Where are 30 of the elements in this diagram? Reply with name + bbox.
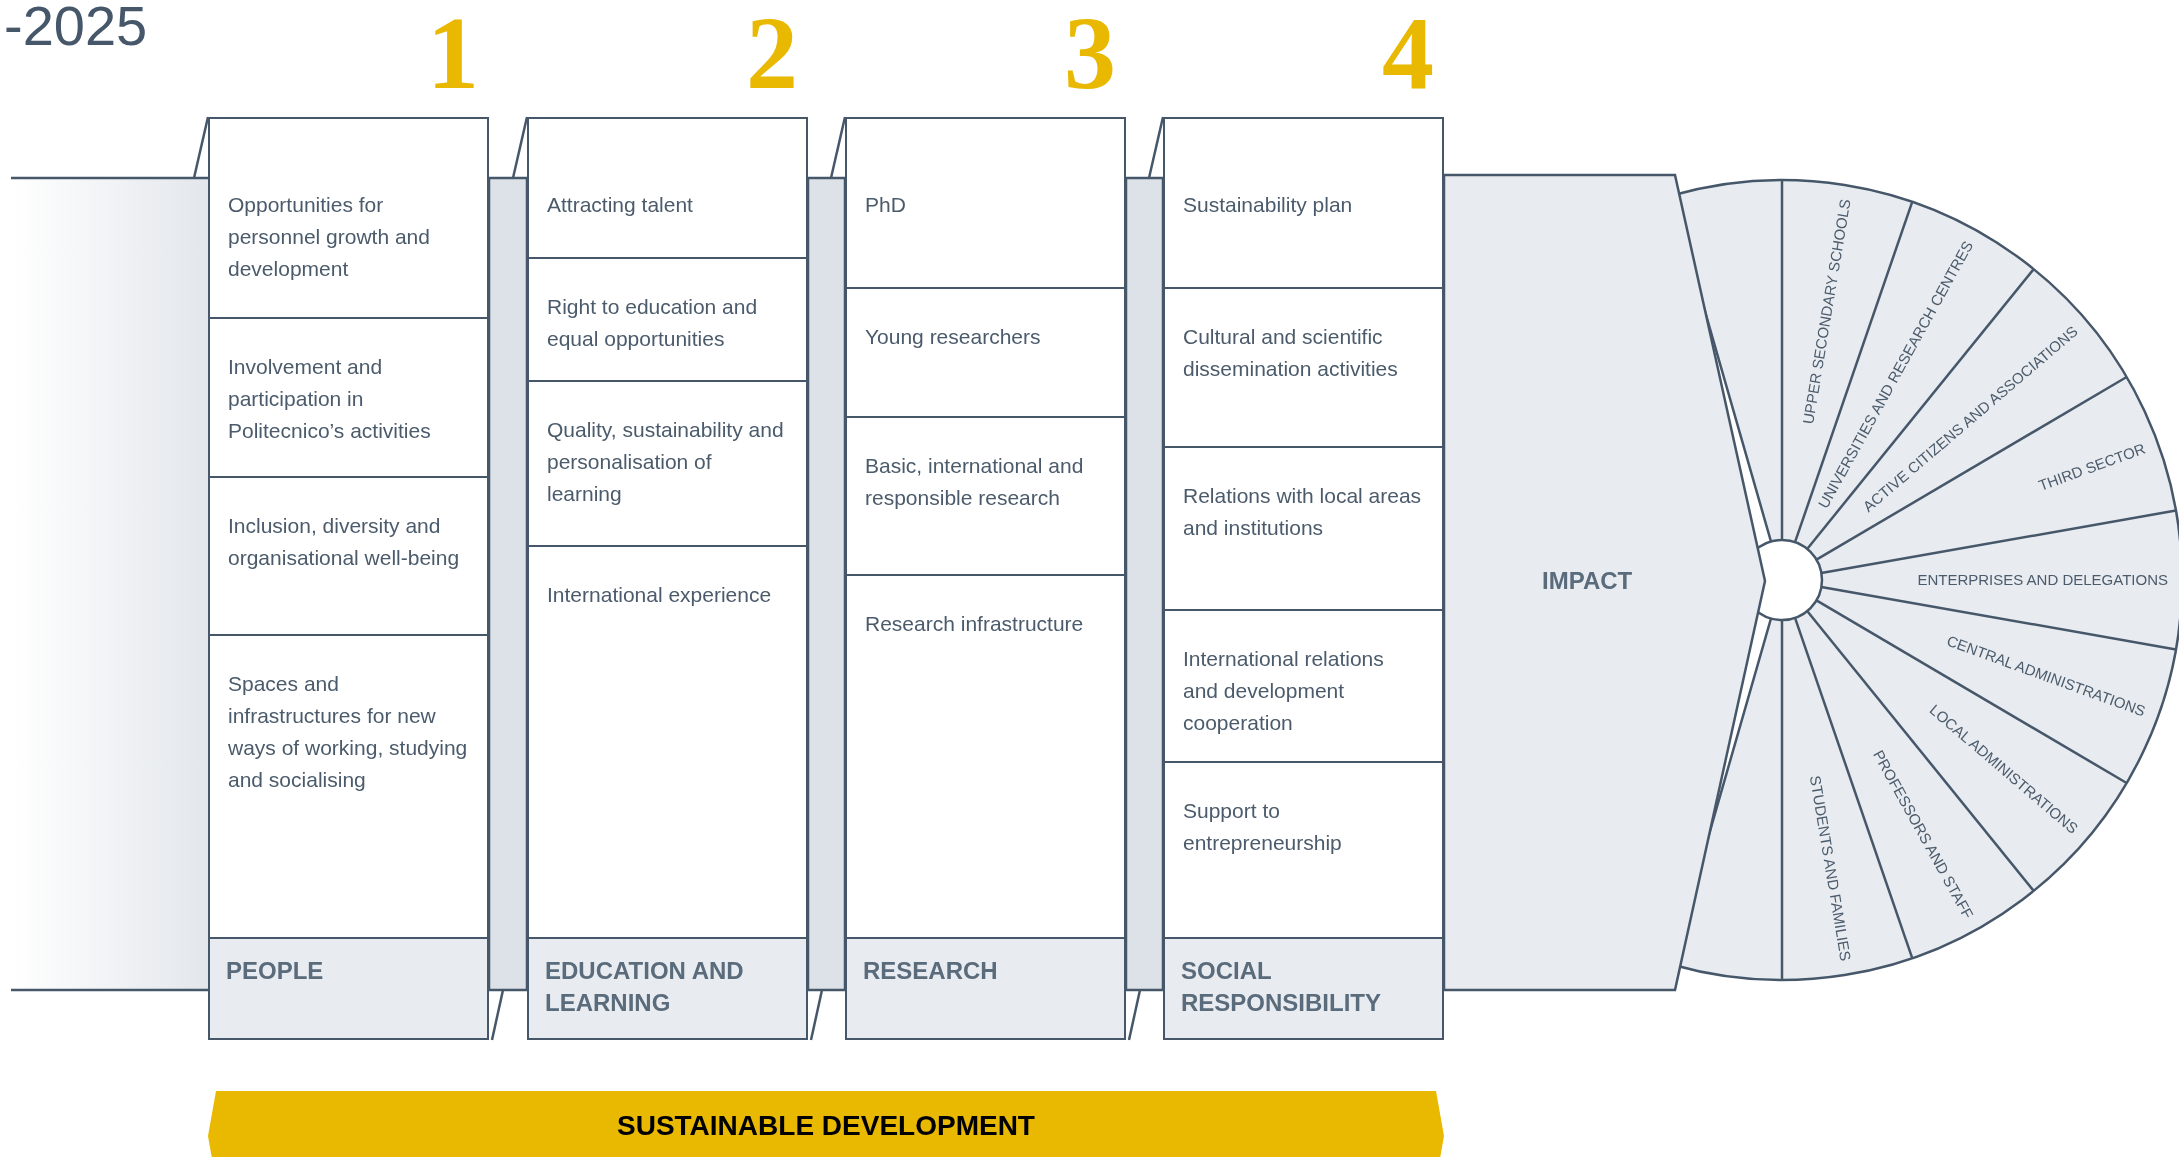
topic-text: Involvement and participation in Politecnico’s activities xyxy=(228,354,432,444)
impact-label: IMPACT xyxy=(1542,567,1633,595)
topic-text: Cultural and scientific dissemination activities xyxy=(1183,324,1399,382)
category-title: EDUCATION AND LEARNING xyxy=(529,937,806,1038)
topic-text: Relations with local areas and institutions xyxy=(1183,483,1423,541)
category-title: SOCIAL RESPONSIBILITY xyxy=(1165,937,1442,1038)
category-title: PEOPLE xyxy=(210,937,487,1038)
pillar-number: 3 xyxy=(1064,1,1116,105)
category-title: RESEARCH xyxy=(847,937,1124,1038)
topic-text: Spaces and infrastructures for new ways of working, studying and socialising xyxy=(228,671,469,793)
topic-text: Research infrastructure xyxy=(865,611,1085,637)
topic-text: International experience xyxy=(547,582,773,608)
topic-text: PhD xyxy=(865,192,907,218)
topic-text: International relations and development cooperation xyxy=(1183,646,1385,736)
topic-text: Young researchers xyxy=(865,324,1042,350)
stakeholder-label: STUDENTS AND FAMILIES xyxy=(1804,774,1856,963)
topic-text: Sustainability plan xyxy=(1183,192,1354,218)
topic-text: Inclusion, diversity and organisational well-being xyxy=(228,513,461,571)
pillar-number: 2 xyxy=(746,1,798,105)
topic-text: Opportunities for personnel growth and development xyxy=(228,192,431,282)
pillar-number: 4 xyxy=(1382,1,1434,105)
pillar-number: 1 xyxy=(427,1,479,105)
title-fragment: -2025 xyxy=(4,0,148,58)
topic-text: Attracting talent xyxy=(547,192,694,218)
topic-text: Support to entrepreneurship xyxy=(1183,798,1343,856)
topic-text: Basic, international and responsible research xyxy=(865,453,1085,511)
stakeholder-label: ENTERPRISES AND DELEGATIONS xyxy=(1917,570,2168,590)
topic-text: Quality, sustainability and personalisation of learning xyxy=(547,417,785,507)
sustainable-development-band: SUSTAINABLE DEVELOPMENT xyxy=(208,1091,1444,1157)
topic-text: Right to education and equal opportunities xyxy=(547,294,759,352)
